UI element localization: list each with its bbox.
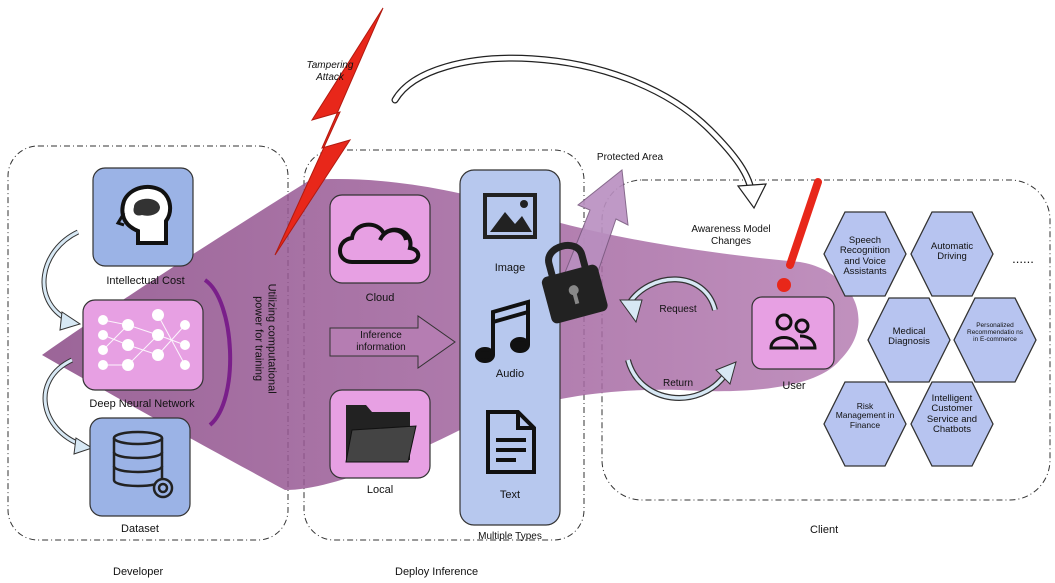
hex-speech (823, 211, 907, 297)
attack-curve-arrow (391, 54, 756, 199)
multiple-types-label: Multiple Types (478, 531, 542, 542)
hex-chatbots (910, 381, 994, 467)
hex-ecommerce (953, 297, 1037, 383)
hex-medical (867, 297, 951, 383)
image-label: Image (494, 262, 526, 274)
attack-label: Tampering Attack (306, 60, 354, 83)
padlock-icon (541, 242, 608, 324)
users-icon (769, 313, 817, 350)
client-section-label: Client (810, 524, 839, 536)
app-ecommerce-label: Personalized Recommendatio ns in E-comme… (967, 322, 1023, 344)
head-brain-icon (115, 184, 173, 245)
app-medical-label: Medical Diagnosis (888, 326, 930, 348)
inference-arrow (329, 315, 456, 369)
cloud-label: Cloud (365, 292, 395, 304)
dataset-label: Dataset (121, 523, 159, 535)
document-icon (486, 410, 536, 474)
intellectual-cost-label: Intellectual Cost (106, 275, 185, 287)
app-chatbots-label: Intelligent Customer Service and Chatbot… (926, 393, 978, 436)
protected-area-label: Protected Area (596, 152, 664, 163)
tampering-lightning-icon (274, 7, 384, 256)
ellipsis-label: ...... (1012, 251, 1034, 266)
folder-icon (345, 405, 417, 463)
text-label: Text (499, 489, 521, 501)
music-note-icon (475, 299, 530, 363)
image-icon (483, 193, 537, 239)
return-label: Return (662, 378, 693, 389)
training-note: Utilizing computational power for traini… (253, 283, 278, 394)
request-label: Request (659, 304, 697, 315)
hex-driving (910, 211, 994, 297)
alert-exclamation-bar (786, 178, 822, 269)
developer-section-label: Developer (113, 566, 164, 578)
client-section-box (601, 179, 1051, 501)
audio-label: Audio (495, 368, 525, 380)
data-flow-region (42, 179, 859, 491)
neural-network-label: Deep Neural Network (89, 398, 195, 410)
app-speech-label: Speech Recognition and Voice Assistants (839, 235, 891, 278)
database-gear-icon (112, 430, 174, 499)
application-hexagons (823, 211, 1037, 467)
deploy-section-label: Deploy Inference (395, 566, 479, 578)
app-driving-label: Automatic Driving (930, 241, 974, 263)
app-finance-label: Risk Management in Finance (835, 401, 895, 430)
local-label: Local (366, 484, 394, 496)
alert-exclamation-dot (777, 278, 791, 292)
cloud-icon (338, 222, 421, 264)
training-bracket (203, 278, 233, 427)
neural-network-icon (98, 309, 190, 371)
user-label: User (782, 380, 806, 392)
attack-curve-arrowhead (736, 183, 768, 210)
hex-finance (823, 381, 907, 467)
awareness-label: Awareness Model Changes (691, 224, 771, 247)
user-tile (751, 296, 835, 370)
inference-label: Inference information (356, 330, 406, 353)
